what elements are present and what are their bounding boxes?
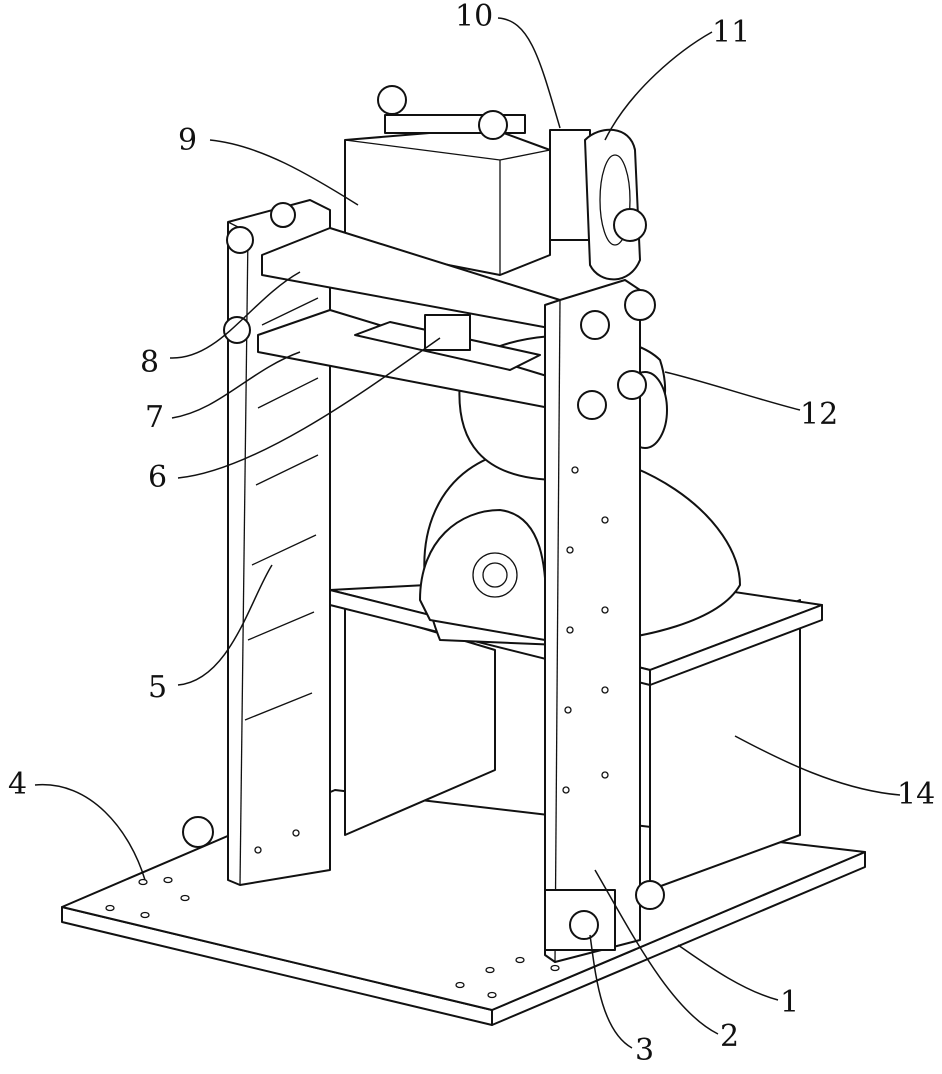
left-post (228, 200, 330, 885)
label-10: 10 (455, 2, 493, 32)
label-11: 11 (712, 18, 750, 48)
label-3: 3 (635, 1036, 654, 1066)
label-9: 9 (178, 126, 197, 156)
label-5: 5 (148, 673, 167, 703)
label-1: 1 (780, 988, 799, 1018)
label-2: 2 (720, 1022, 739, 1052)
label-14: 14 (897, 780, 935, 810)
label-4: 4 (8, 770, 27, 800)
label-6: 6 (148, 463, 167, 493)
label-8: 8 (140, 348, 159, 378)
label-7: 7 (145, 403, 164, 433)
label-12: 12 (800, 400, 838, 430)
belt-pulley (550, 130, 640, 280)
